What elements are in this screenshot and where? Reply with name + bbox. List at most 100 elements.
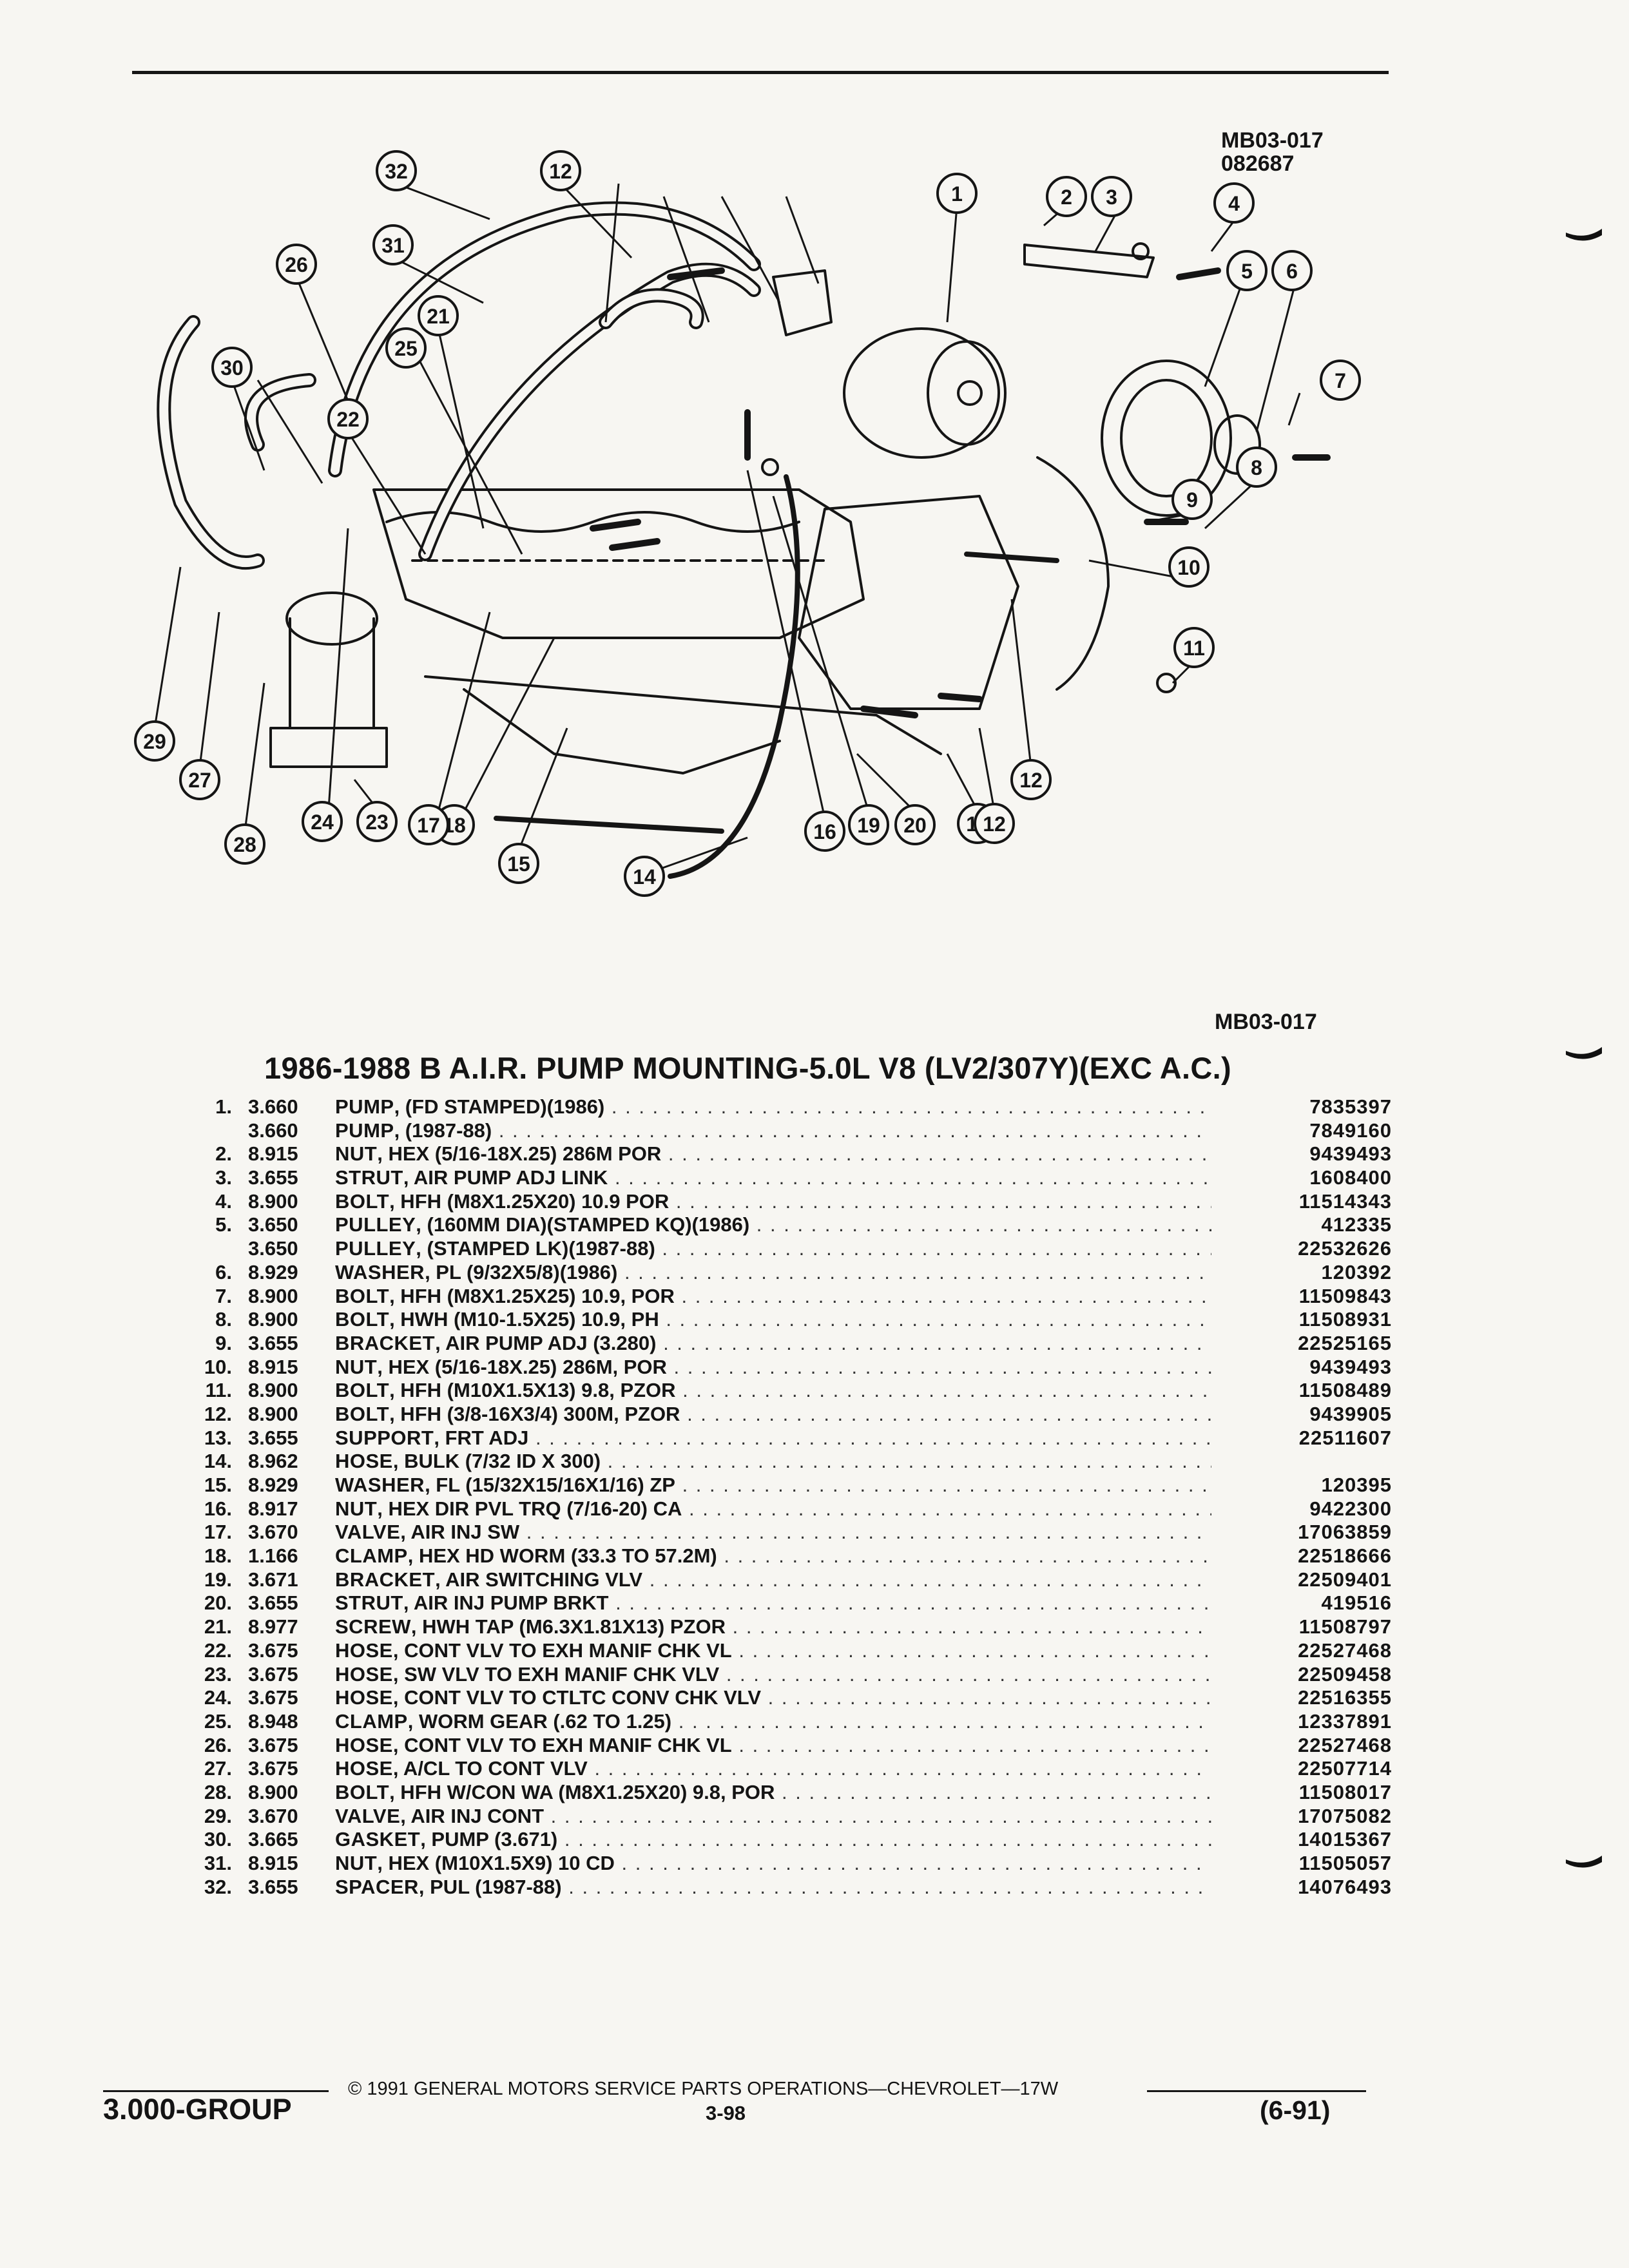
part-detail: , HWH (M10-1.5X25) 10.9, PH (389, 1308, 659, 1331)
part-name: PULLEY (335, 1213, 416, 1236)
callout-14: 12 (974, 803, 1015, 844)
dot-leader: . . . . . . . . . . . . . . . . . . . . … (526, 1521, 1211, 1544)
item-number: 20. (204, 1591, 232, 1615)
control-valve (772, 269, 833, 336)
callout-circle (1236, 447, 1277, 488)
part-number: 22527468 (1298, 1733, 1392, 1756)
callout-number: 29 (143, 730, 166, 753)
dot-leader: . . . . . . . . . . . . . . . . . . . . … (615, 1591, 1211, 1615)
callout-number: 6 (1286, 260, 1298, 283)
dot-leader: . . . . . . . . . . . . . . . . . . . . … (678, 1709, 1211, 1733)
part-name: BOLT (335, 1402, 390, 1425)
part-name: CLAMP (335, 1709, 408, 1733)
group-number: 3.675 (248, 1733, 298, 1756)
callout-16: 19 (848, 804, 889, 845)
callout-number: 12 (1019, 769, 1043, 792)
item-number: 9. (215, 1331, 232, 1354)
callout-12: 12 (1010, 759, 1052, 800)
part-description: PULLEY, (STAMPED LK)(1987-88) . . . . . … (335, 1237, 1211, 1261)
part-name: BOLT (335, 1308, 390, 1331)
callout-31: 30 (211, 347, 253, 388)
part-name: PUMP (335, 1095, 394, 1118)
callout-number: 32 (385, 160, 408, 183)
part-name: BRACKET (335, 1568, 436, 1591)
bolt-12b (938, 693, 983, 702)
callout-number: 25 (394, 337, 418, 360)
air-pump-face (927, 340, 1007, 446)
adjusting-bracket (1036, 456, 1110, 691)
callout-number: 17 (417, 814, 440, 837)
binder-mark-bottom (1566, 1856, 1602, 1868)
part-number: 9439905 (1309, 1402, 1392, 1425)
callout-circle (356, 801, 398, 842)
part-name: HOSE (335, 1686, 393, 1709)
footer-rule-left (103, 2090, 329, 2092)
part-number: 11505057 (1298, 1852, 1392, 1874)
part-detail: , FL (15/32X15/16X1/16) ZP (425, 1474, 675, 1496)
part-number: 419516 (1321, 1591, 1392, 1615)
item-number: 1. (215, 1095, 232, 1118)
callout-3: 3 (1091, 176, 1132, 217)
screw-21b (609, 538, 660, 551)
dot-leader: . . . . . . . . . . . . . . . . . . . . … (756, 1213, 1211, 1236)
catalog-ref-code: MB03-017 (1215, 1010, 1317, 1034)
item-number: 21. (204, 1615, 232, 1639)
part-name: CLAMP (335, 1544, 408, 1568)
part-number: 17075082 (1298, 1804, 1392, 1827)
part-name: NUT (335, 1355, 378, 1378)
part-description: BRACKET, AIR PUMP ADJ (3.280) . . . . . … (335, 1332, 1211, 1356)
callout-number: 30 (220, 356, 244, 380)
footer-revision: (6-91) (1260, 2095, 1331, 2125)
bolt-4 (1176, 267, 1221, 280)
part-number: 14015367 (1298, 1828, 1392, 1851)
part-detail: , HFH (M8X1.25X25) 10.9, POR (389, 1284, 675, 1307)
group-number: 3.675 (248, 1662, 298, 1686)
item-number: 16. (204, 1497, 232, 1520)
diagram-code: MB03-017 (1221, 128, 1324, 153)
part-number: 12337891 (1298, 1709, 1392, 1733)
switching-valve-body (289, 617, 375, 729)
dot-leader: . . . . . . . . . . . . . . . . . . . . … (681, 1284, 1211, 1307)
callout-layer: 1234567891011121312201916141518172324222… (134, 150, 1361, 897)
part-detail: , A/CL TO CONT VLV (392, 1757, 588, 1780)
callout-number: 14 (633, 865, 656, 889)
callout-number: 27 (188, 769, 211, 792)
part-detail: , CONT VLV TO EXH MANIF CHK VL (392, 1733, 732, 1756)
part-detail: , AIR PUMP ADJ LINK (403, 1166, 608, 1189)
group-number: 3.671 (248, 1568, 298, 1591)
hose-14 (668, 474, 800, 879)
footer-page-number: 3-98 (706, 2102, 746, 2124)
callout-circle (276, 244, 317, 285)
part-name: BOLT (335, 1780, 390, 1803)
callout-circle (179, 759, 220, 800)
dot-leader: . . . . . . . . . . . . . . . . . . . . … (738, 1733, 1211, 1756)
item-number: 14. (204, 1450, 232, 1473)
group-number: 8.900 (248, 1379, 298, 1402)
part-detail: , HEX DIR PVL TRQ (7/16-20) CA (377, 1497, 682, 1520)
item-number: 23. (204, 1662, 232, 1686)
part-description: SUPPORT, FRT ADJ . . . . . . . . . . . .… (335, 1427, 1211, 1450)
part-description: NUT, HEX (M10X1.5X9) 10 CD . . . . . . .… (335, 1852, 1211, 1876)
part-number: 11509843 (1298, 1284, 1392, 1307)
dot-leader: . . . . . . . . . . . . . . . . . . . . … (649, 1568, 1211, 1591)
callout-circle (1271, 250, 1313, 291)
callout-15: 20 (894, 804, 936, 845)
part-detail: , HEX (M10X1.5X9) 10 CD (377, 1852, 615, 1874)
callout-circle (1320, 360, 1361, 401)
part-detail: , PL (9/32X5/8)(1986) (425, 1260, 618, 1283)
callout-number: 12 (549, 160, 572, 183)
item-number: 6. (215, 1260, 232, 1283)
callout-number: 9 (1186, 488, 1198, 512)
part-name: SCREW (335, 1615, 411, 1639)
part-name: STRUT (335, 1166, 403, 1189)
dot-leader: . . . . . . . . . . . . . . . . . . . . … (682, 1379, 1211, 1402)
part-detail: , AIR INJ SW (400, 1521, 520, 1544)
group-number: 8.900 (248, 1189, 298, 1213)
